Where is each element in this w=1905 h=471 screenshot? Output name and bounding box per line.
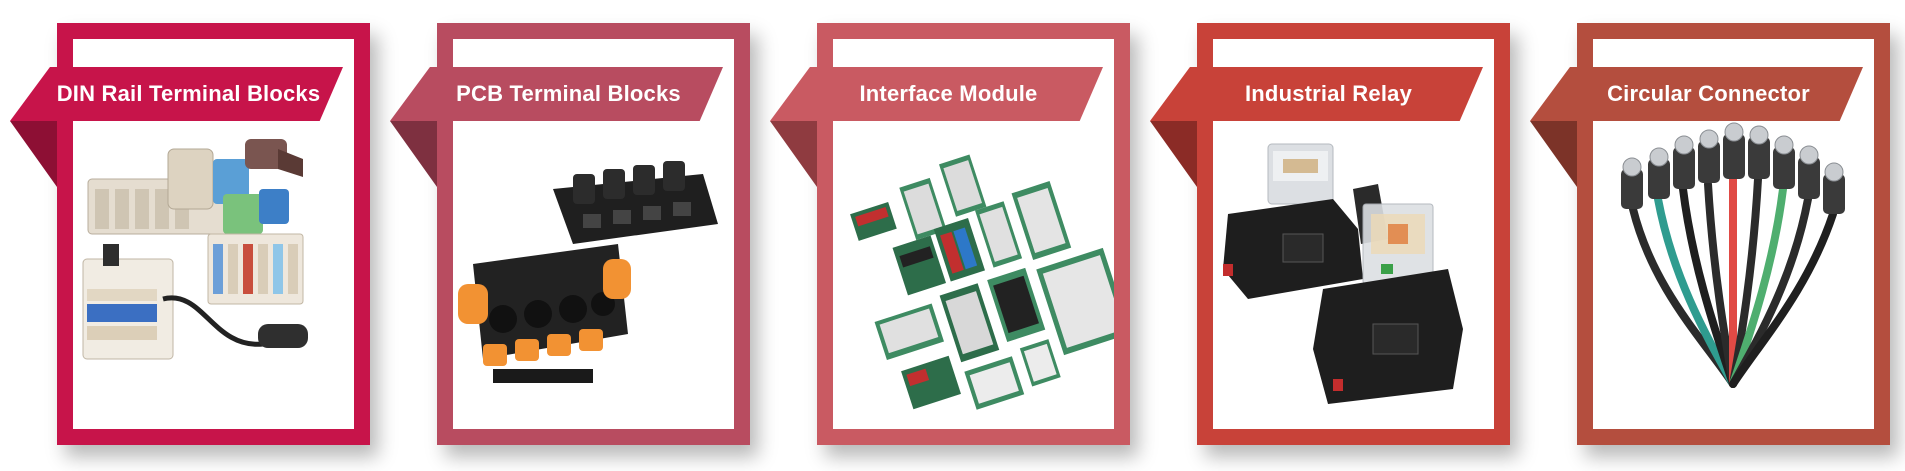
card-title: DIN Rail Terminal Blocks: [56, 81, 321, 106]
circular-connector-photo: [1621, 122, 1845, 388]
interface-module-photo: [850, 154, 1114, 410]
card-pcb-terminal-blocks[interactable]: PCB Terminal Blocks: [390, 23, 750, 445]
card-industrial-relay[interactable]: Industrial Relay: [1150, 23, 1510, 445]
card-din-rail-terminal-blocks[interactable]: DIN Rail Terminal Blocks: [10, 23, 370, 445]
ribbon-fold: [10, 121, 57, 187]
pcb-terminal-blocks-photo: [458, 161, 718, 383]
ribbon-fold: [390, 121, 437, 187]
card-circular-connector[interactable]: Circular Connector: [1530, 23, 1890, 445]
ribbon-interface-module[interactable]: Interface Module: [770, 67, 1103, 121]
ribbon-circular-connector[interactable]: Circular Connector: [1530, 67, 1863, 121]
din-rail-terminal-blocks-photo: [82, 139, 308, 360]
ribbon-fold: [1150, 121, 1197, 187]
card-title: PCB Terminal Blocks: [456, 81, 681, 106]
card-interface-module[interactable]: Interface Module: [770, 23, 1130, 445]
ribbon-fold: [770, 121, 817, 187]
industrial-relay-photo: [1223, 143, 1463, 404]
ribbon-pcb-terminal-blocks[interactable]: PCB Terminal Blocks: [390, 67, 723, 121]
ribbon-industrial-relay[interactable]: Industrial Relay: [1150, 67, 1483, 121]
card-title: Industrial Relay: [1244, 81, 1413, 106]
card-title: Circular Connector: [1607, 81, 1810, 106]
ribbon-din-rail-terminal-blocks[interactable]: DIN Rail Terminal Blocks: [10, 67, 343, 121]
ribbon-fold: [1530, 121, 1577, 187]
card-title: Interface Module: [859, 81, 1038, 106]
